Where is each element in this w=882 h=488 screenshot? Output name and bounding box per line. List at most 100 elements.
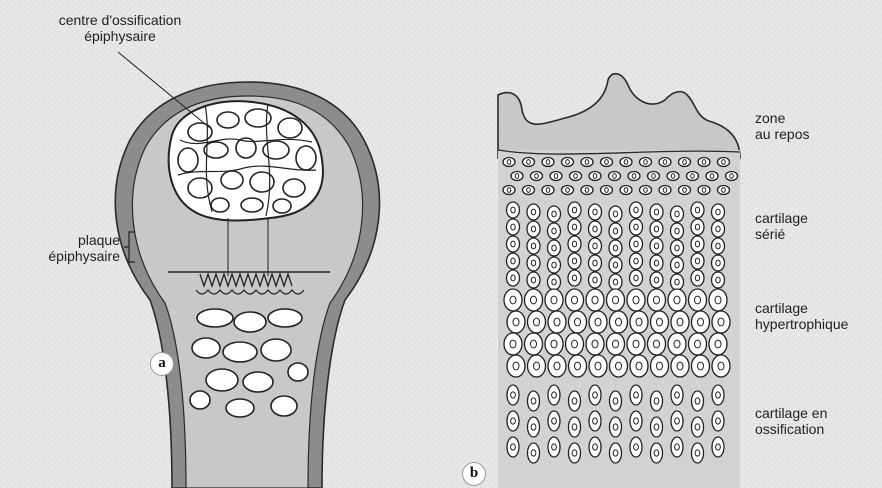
chondrocyte <box>503 186 515 195</box>
chondrocyte <box>548 206 561 222</box>
chondrocyte <box>589 311 607 333</box>
chondrocyte <box>651 443 663 463</box>
chondrocyte <box>650 255 663 271</box>
chondrocyte <box>507 219 520 235</box>
chondrocyte <box>630 253 643 269</box>
chondrocyte <box>651 355 669 377</box>
chondrocyte <box>630 437 642 457</box>
chondrocyte <box>712 311 730 333</box>
chondrocyte <box>712 355 730 377</box>
chondrocyte <box>609 223 622 239</box>
chondrocyte <box>504 333 522 355</box>
chondrocyte <box>620 186 632 195</box>
chondrocyte <box>630 385 642 405</box>
chondrocyte <box>542 158 554 167</box>
chondrocyte <box>671 311 689 333</box>
chondrocyte <box>659 186 671 195</box>
chondrocyte <box>527 204 540 220</box>
chondrocyte <box>640 186 652 195</box>
chondrocyte <box>545 289 563 311</box>
chondrocyte <box>527 255 540 271</box>
chondrocyte <box>620 158 632 167</box>
chondrocyte <box>548 257 561 273</box>
chondrocyte <box>712 411 724 431</box>
chondrocyte <box>630 202 643 218</box>
chondrocyte <box>651 417 663 437</box>
chondrocyte <box>610 443 622 463</box>
chondrocyte <box>548 240 561 256</box>
chondrocyte <box>550 172 562 181</box>
chondrocyte <box>698 158 710 167</box>
chondrocyte <box>610 391 622 411</box>
chondrocyte <box>581 186 593 195</box>
chondrocyte <box>650 204 663 220</box>
chondrocyte <box>630 236 643 252</box>
panel-a-tag: a <box>150 352 174 376</box>
chondrocyte <box>691 270 704 286</box>
chondrocyte <box>671 411 683 431</box>
chondrocyte <box>569 417 581 437</box>
chondrocyte <box>589 238 602 254</box>
chondrocyte <box>562 158 574 167</box>
chondrocyte <box>712 221 725 237</box>
chondrocyte <box>568 253 581 269</box>
chondrocyte <box>692 355 710 377</box>
chondrocyte <box>527 238 540 254</box>
chondrocyte <box>648 333 666 355</box>
chondrocyte <box>651 391 663 411</box>
chondrocyte <box>528 417 540 437</box>
zone-resting-line2: au repos <box>755 126 809 142</box>
zone-label-ossification: cartilage en ossification <box>755 405 827 437</box>
chondrocyte <box>548 437 560 457</box>
zone-hypertrophic-line1: cartilage <box>755 300 848 316</box>
chondrocyte <box>671 257 684 273</box>
chondrocyte <box>507 236 520 252</box>
label-ossification-line1: centre d'ossification <box>25 12 215 28</box>
chondrocyte <box>589 221 602 237</box>
chondrocyte <box>712 238 725 254</box>
chondrocyte <box>507 385 519 405</box>
zone-hypertrophic-line2: hypertrophique <box>755 316 848 332</box>
chondrocyte <box>568 219 581 235</box>
chondrocyte <box>528 311 546 333</box>
chondrocyte <box>569 391 581 411</box>
zone-seriate-line1: cartilage <box>755 210 808 226</box>
chondrocyte <box>528 391 540 411</box>
chondrocyte <box>548 311 566 333</box>
chondrocyte <box>712 437 724 457</box>
chondrocyte <box>712 204 725 220</box>
chondrocyte <box>507 437 519 457</box>
chondrocyte <box>609 172 621 181</box>
chondrocyte <box>607 333 625 355</box>
chondrocyte <box>650 238 663 254</box>
chondrocyte <box>709 289 727 311</box>
chondrocyte <box>589 385 601 405</box>
chondrocyte <box>691 219 704 235</box>
label-plate-line2: épiphysaire <box>20 248 120 264</box>
zone-label-seriate: cartilage sérié <box>755 210 808 242</box>
chondrocyte <box>569 443 581 463</box>
chondrocyte <box>548 411 560 431</box>
chondrocyte <box>589 204 602 220</box>
chondrocyte <box>507 202 520 218</box>
chondrocyte <box>562 186 574 195</box>
chondrocyte <box>630 355 648 377</box>
chondrocyte <box>627 289 645 311</box>
zone-seriate-line2: sérié <box>755 226 808 242</box>
chondrocyte <box>692 391 704 411</box>
ossification-centre <box>169 101 323 220</box>
growth-plate-diagram <box>498 74 740 488</box>
chondrocyte <box>607 289 625 311</box>
chondrocyte <box>601 186 613 195</box>
chondrocyte <box>667 172 679 181</box>
chondrocyte <box>569 355 587 377</box>
chondrocyte <box>566 333 584 355</box>
chondrocyte <box>692 417 704 437</box>
chondrocyte <box>650 221 663 237</box>
panel-b-tag: b <box>462 462 486 486</box>
chondrocyte <box>671 437 683 457</box>
chondrocyte <box>523 158 535 167</box>
chondrocyte <box>610 417 622 437</box>
chondrocyte <box>691 253 704 269</box>
chondrocyte <box>692 443 704 463</box>
